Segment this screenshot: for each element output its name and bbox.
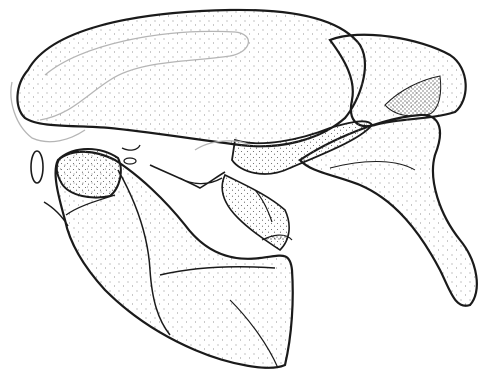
central-pocket	[222, 175, 289, 250]
small-oval	[31, 151, 43, 183]
upper-lobe	[11, 10, 365, 146]
